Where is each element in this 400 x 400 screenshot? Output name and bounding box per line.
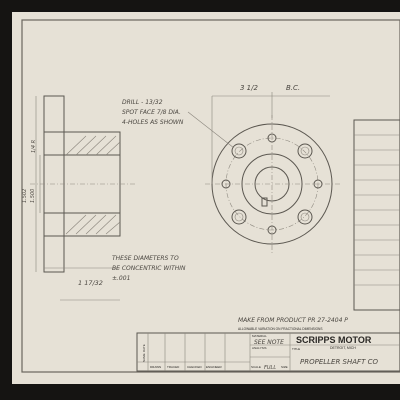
front-view [205,92,340,255]
section-hatching [65,135,121,235]
title-value: PROPELLER SHAFT CO [300,358,378,366]
note-diameters: THESE DIAMETERS TO [112,255,179,262]
note-holes: 4-HOLES AS SHOWN [122,119,184,126]
dim-v2: 1.500 [30,189,36,203]
side-view [30,95,135,301]
analysis-label: ANALYSIS [252,346,266,350]
revision-table [353,119,400,311]
note-concentric: BE CONCENTRIC WITHIN [112,265,186,272]
company-name: SCRIPPS MOTOR [296,335,372,345]
material-value: SEE NOTE [254,339,284,346]
size-label: SIZE [281,365,288,369]
dim-a: 3 1/2 [240,84,258,92]
keyway [261,197,268,207]
border-frame [21,19,400,373]
role-checked: CHECKED [187,365,203,369]
scale-label: SCALE [251,365,261,369]
dim-v1: 1.502 [22,189,28,203]
role-drawn: DRAWN [150,365,161,369]
role-engineer: ENGINEER [206,365,223,369]
note-spot-face: SPOT FACE 7/8 DIA. [122,109,181,116]
material-label: MATERIAL [252,334,267,338]
note-tolerance: ±.001 [112,275,130,282]
title-label: TITLE [292,347,300,351]
role-traced: TRACED [167,365,180,369]
side-label-name: NAME [142,353,146,362]
tolerance-fine-print: ALLOWABLE VARIATION ON FRACTIONAL DIMENS… [238,327,322,331]
side-label-date: DATE [142,344,146,352]
company-location: DETROIT, MICH [330,346,356,350]
title-block [136,332,400,372]
note-drill: DRILL - 13/32 [122,99,163,106]
dim-bc: B.C. [286,84,300,92]
dim-r: 1/4 R [31,140,37,153]
scale-value: FULL [264,365,276,371]
dim-depth: 1 17/32 [78,279,103,287]
paper-background [12,12,400,384]
note-make-from: MAKE FROM PRODUCT PR 27-2404 P [238,317,348,324]
